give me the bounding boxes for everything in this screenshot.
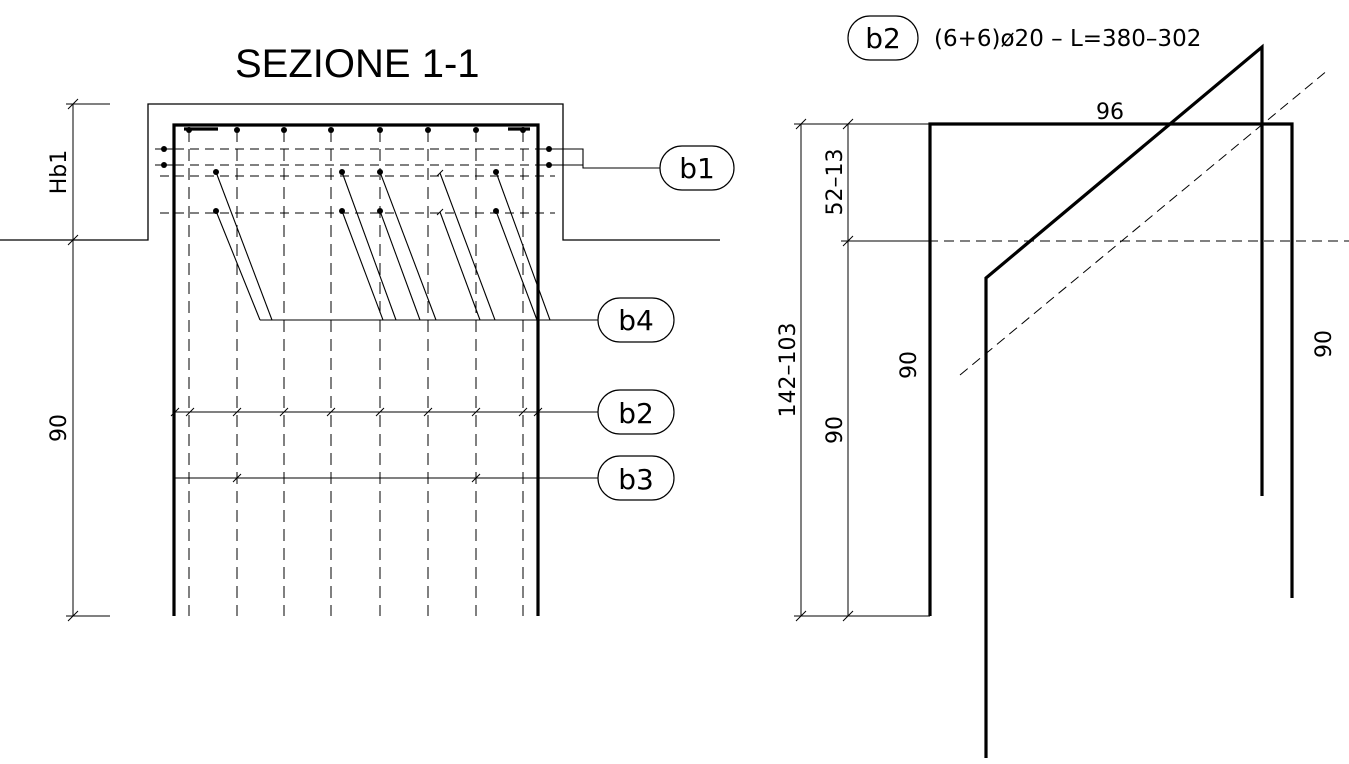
foundation-outline [0, 103, 720, 241]
bar-dot-ticks [155, 148, 558, 216]
bar-tag [847, 15, 919, 61]
callout-b2 [597, 389, 675, 435]
callout-b4 [597, 297, 675, 343]
b4-leaders [215, 171, 598, 321]
dim-96: 96 [1096, 100, 1124, 125]
callout-b1-label: b1 [679, 152, 715, 185]
bar-tag-label: b2 [865, 22, 901, 55]
section-title: SEZIONE 1-1 [235, 42, 480, 86]
callout-b1 [659, 145, 735, 191]
dim-90-leg-left: 90 [897, 351, 922, 379]
vertical-bars [188, 130, 524, 616]
callout-b4-label: b4 [618, 304, 654, 337]
b1-leader [549, 148, 660, 169]
column-outline [172, 123, 540, 616]
bar-shape-view: b2 (6+6)ø20 – L=380–302 96 142–103 52–13… [776, 15, 1349, 758]
left-dimension-chain [66, 98, 110, 622]
dim-52-13: 52–13 [823, 149, 848, 216]
callout-b3 [597, 455, 675, 501]
dim-142-103: 142–103 [776, 323, 801, 418]
bar-dots [161, 127, 552, 214]
dim-90-left: 90 [47, 414, 72, 442]
bar-spec: (6+6)ø20 – L=380–302 [934, 26, 1201, 52]
callout-b3-label: b3 [618, 463, 654, 496]
callout-b2-label: b2 [618, 397, 654, 430]
right-dimension-chain [794, 118, 930, 622]
section-view: SEZIONE 1-1 [0, 42, 735, 622]
dim-90-leg-right: 90 [1312, 330, 1337, 358]
bar-u-shape [928, 122, 1294, 616]
dim-hb1: Hb1 [47, 150, 72, 195]
bar-bent-shape [984, 43, 1264, 758]
dim-90-lower: 90 [823, 416, 848, 444]
diagonal-reference-line [959, 69, 1329, 376]
